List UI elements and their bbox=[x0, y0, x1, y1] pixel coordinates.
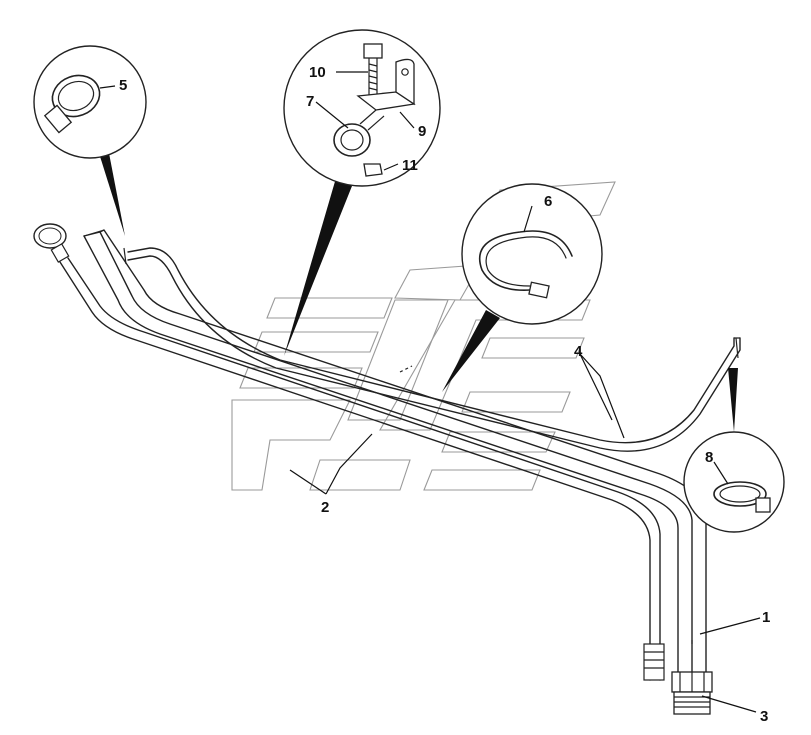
breather-hose bbox=[123, 247, 741, 452]
detail-5 bbox=[33, 45, 147, 236]
callout-1: 1 bbox=[762, 609, 770, 626]
detail-6 bbox=[442, 183, 603, 392]
lower-tube bbox=[59, 257, 665, 681]
callout-8: 8 bbox=[705, 449, 713, 466]
detail-8 bbox=[683, 368, 785, 533]
watermark-logo bbox=[231, 181, 616, 491]
main-tube bbox=[83, 229, 707, 673]
callout-4: 4 bbox=[574, 343, 583, 360]
callout-3: 3 bbox=[760, 708, 768, 725]
detail-7-9-10-11 bbox=[283, 29, 441, 356]
callout-10: 10 bbox=[309, 64, 326, 81]
callout-5: 5 bbox=[119, 77, 127, 94]
callout-2: 2 bbox=[321, 499, 329, 516]
callout-7: 7 bbox=[306, 93, 314, 110]
callout-9: 9 bbox=[418, 123, 426, 140]
callout-labels: 1 2 3 4 5 6 7 8 9 10 11 bbox=[119, 64, 770, 725]
callout-11: 11 bbox=[402, 157, 418, 174]
threaded-fitting bbox=[671, 671, 713, 715]
callout-6: 6 bbox=[544, 193, 552, 210]
dipstick-ring bbox=[33, 223, 70, 263]
leader-lines bbox=[99, 71, 761, 713]
